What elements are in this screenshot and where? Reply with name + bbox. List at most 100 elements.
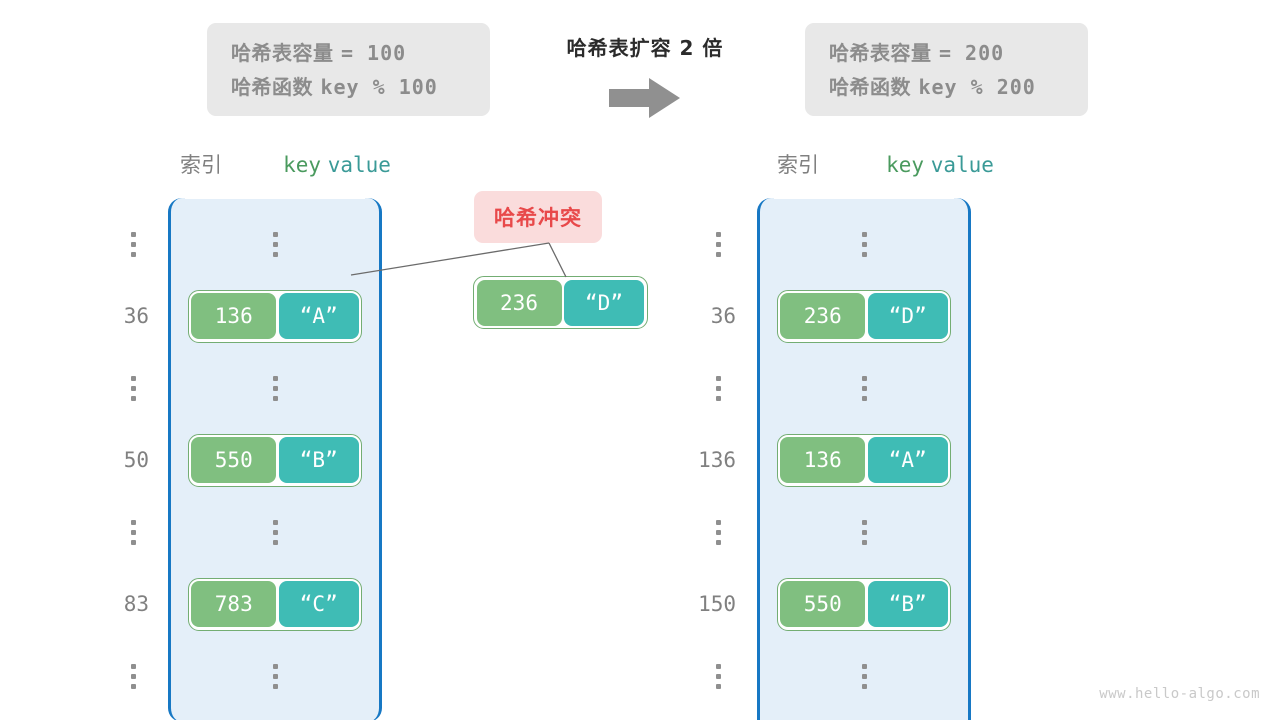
value-cell: “B” (867, 581, 948, 627)
ellipsis-dot-icon (131, 529, 136, 535)
key-cell: 550 (780, 581, 866, 627)
ellipsis-dot-icon (272, 251, 278, 257)
capacity-value-before: = 100 (340, 41, 407, 65)
hash-function-value-before: key % 100 (320, 75, 438, 99)
ellipsis-dot-icon (716, 663, 721, 669)
cell-ellipsis-icon (861, 375, 867, 401)
cell-ellipsis-icon (861, 231, 867, 257)
ellipsis-dot-icon (272, 385, 278, 391)
key-cell: 783 (191, 581, 277, 627)
capacity-value-after: = 200 (938, 41, 1005, 65)
index-label: 83 (123, 592, 149, 616)
ellipsis-dot-icon (716, 519, 721, 525)
key-cell: 550 (191, 437, 277, 483)
ellipsis-dot-icon (131, 241, 136, 247)
hash-function-label-before: 哈希函数 (231, 75, 313, 99)
index-ellipsis-icon (716, 519, 721, 545)
hash-function-value-after: key % 200 (918, 75, 1036, 99)
ellipsis-dot-icon (861, 529, 867, 535)
ellipsis-dot-icon (716, 683, 721, 689)
ellipsis-dot-icon (131, 539, 136, 545)
ellipsis-dot-icon (131, 251, 136, 257)
value-cell: “A” (278, 293, 359, 339)
table-row: 50 550“B” (124, 424, 379, 496)
header-value-left: value (327, 153, 391, 177)
value-cell: “D” (564, 279, 644, 326)
index-label: 50 (123, 448, 149, 472)
header-key-left: key (283, 153, 322, 177)
ellipsis-dot-icon (716, 385, 721, 391)
hash-collision-badge: 哈希冲突 (474, 191, 602, 243)
table-row: 83 783“C” (124, 568, 379, 640)
index-label: 136 (698, 448, 736, 472)
cell-ellipsis-icon (272, 519, 278, 545)
ellipsis-dot-icon (716, 251, 721, 257)
index-label: 150 (698, 592, 736, 616)
cell-ellipsis-icon (861, 663, 867, 689)
right-arrow-icon (609, 78, 680, 118)
key-cell: 236 (476, 279, 562, 326)
ellipsis-dot-icon (861, 663, 867, 669)
capacity-line-after: 哈希表容量 = 200 (829, 37, 1064, 66)
value-cell: “C” (278, 581, 359, 627)
value-cell: “D” (867, 293, 948, 339)
ellipsis-dot-icon (861, 683, 867, 689)
key-value-pair: 783“C” (187, 577, 363, 631)
table-row-ellipsis (131, 496, 379, 568)
ellipsis-dot-icon (272, 395, 278, 401)
table-row: 183783“C” (760, 712, 968, 720)
ellipsis-dot-icon (131, 375, 136, 381)
ellipsis-dot-icon (272, 683, 278, 689)
collided-entry: 236 “D” (473, 276, 648, 329)
capacity-label-before: 哈希表容量 (231, 41, 334, 65)
hash-function-label-after: 哈希函数 (829, 75, 911, 99)
ellipsis-dot-icon (131, 519, 136, 525)
expand-title: 哈希表扩容 2 倍 (566, 36, 724, 60)
ellipsis-dot-icon (716, 375, 721, 381)
cell-ellipsis-icon (272, 375, 278, 401)
ellipsis-dot-icon (861, 241, 867, 247)
ellipsis-dot-icon (272, 529, 278, 535)
header-index-left: 索引 (180, 153, 222, 177)
key-value-pair: 136“A” (187, 289, 363, 343)
capacity-label-after: 哈希表容量 (829, 41, 932, 65)
ellipsis-dot-icon (272, 519, 278, 525)
ellipsis-dot-icon (131, 683, 136, 689)
capacity-line-before: 哈希表容量 = 100 (231, 37, 466, 66)
ellipsis-dot-icon (272, 663, 278, 669)
table-row-ellipsis (131, 640, 379, 712)
table-row-ellipsis (131, 352, 379, 424)
ellipsis-dot-icon (716, 529, 721, 535)
ellipsis-dot-icon (131, 663, 136, 669)
ellipsis-dot-icon (861, 395, 867, 401)
ellipsis-dot-icon (861, 231, 867, 237)
table-row-ellipsis (131, 208, 379, 280)
value-cell: “A” (867, 437, 948, 483)
header-value-right: value (930, 153, 994, 177)
table-row: 150 550“B” (698, 568, 968, 640)
ellipsis-dot-icon (861, 251, 867, 257)
ellipsis-dot-icon (131, 385, 136, 391)
ellipsis-dot-icon (272, 539, 278, 545)
ellipsis-dot-icon (716, 395, 721, 401)
table-row-ellipsis (716, 208, 968, 280)
hash-table-info-box-after: 哈希表容量 = 200 哈希函数 key % 200 (805, 23, 1088, 116)
ellipsis-dot-icon (861, 539, 867, 545)
ellipsis-dot-icon (861, 385, 867, 391)
column-headers-right: 索引 key value (761, 149, 1045, 179)
key-value-pair: 236 “D” (473, 276, 648, 329)
key-value-pair: 550“B” (187, 433, 363, 487)
cell-ellipsis-icon (272, 663, 278, 689)
hash-function-line-before: 哈希函数 key % 100 (231, 71, 466, 100)
key-cell: 136 (191, 293, 277, 339)
cell-ellipsis-icon (272, 231, 278, 257)
value-cell: “B” (278, 437, 359, 483)
